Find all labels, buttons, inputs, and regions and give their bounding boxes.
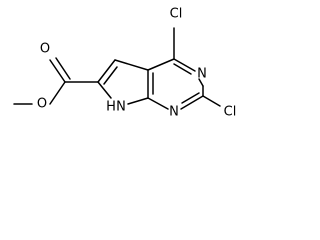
atom-n-lower: N	[169, 105, 179, 120]
bond-n3-c2	[198, 78, 204, 87]
bond-c2-n1-inner	[181, 92, 200, 104]
chemical-structure: Cl N Cl N H N O O	[13, 7, 236, 120]
atom-nh-n: N	[116, 100, 126, 115]
bonds	[13, 27, 221, 110]
bond-c2-n1	[180, 95, 204, 110]
atom-cl-top: Cl	[170, 7, 183, 22]
bond-c2-cl	[202, 95, 221, 107]
atom-n-upper: N	[197, 67, 207, 82]
bond-c4a-c4	[147, 58, 175, 71]
bond-c5-c6	[97, 59, 116, 83]
atom-o-carbonyl: O	[40, 42, 50, 57]
atom-o-ester: O	[37, 97, 47, 112]
bond-carbonyl	[49, 59, 66, 83]
bond-c4-n3	[173, 58, 196, 72]
bond-c6-n7	[97, 81, 112, 99]
bond-c4-n3-inner	[173, 63, 192, 75]
bond-c-oester	[49, 81, 66, 105]
bond-n7-c7a	[127, 97, 149, 105]
bond-c5-c6-inner	[103, 66, 118, 85]
bond-c4a-c5	[114, 59, 149, 71]
bond-n1-c7a	[147, 97, 169, 110]
atom-labels: Cl N Cl N H N O O	[37, 7, 236, 120]
atom-nh-h: H	[106, 100, 116, 115]
bond-carbonyl-inner	[55, 57, 71, 80]
atom-cl-right: Cl	[224, 105, 237, 120]
